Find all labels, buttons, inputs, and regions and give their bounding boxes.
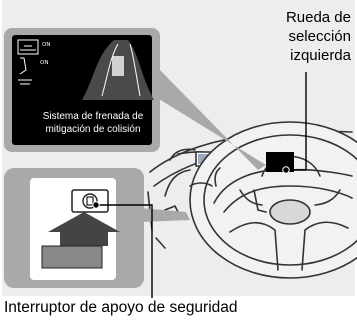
caption-line: Sistema de frenada de <box>42 111 144 122</box>
label-safety-support-switch: Interruptor de apoyo de seguridad <box>4 299 238 316</box>
label-line: izquierda <box>290 47 351 64</box>
display-callout <box>4 28 266 170</box>
pointer-dot-icon <box>282 166 290 174</box>
display-caption: Sistema de frenada de mitigación de coli… <box>24 110 162 136</box>
collision-mitigation-icon <box>17 39 39 85</box>
instrument-display <box>266 152 294 172</box>
label-line: selección <box>288 28 351 45</box>
label-line: Rueda de <box>285 9 351 26</box>
indicator-on-text: ON <box>42 42 51 48</box>
label-left-selector-wheel: Rueda de selección izquierda <box>241 8 351 65</box>
caption-line: mitigación de colisión <box>45 124 141 135</box>
indicator-on-text: ON <box>40 60 49 66</box>
dashboard-illustration <box>147 121 357 279</box>
switch-callout <box>4 168 190 288</box>
leader-lines <box>96 72 307 298</box>
pointer-dot-icon <box>92 201 100 209</box>
